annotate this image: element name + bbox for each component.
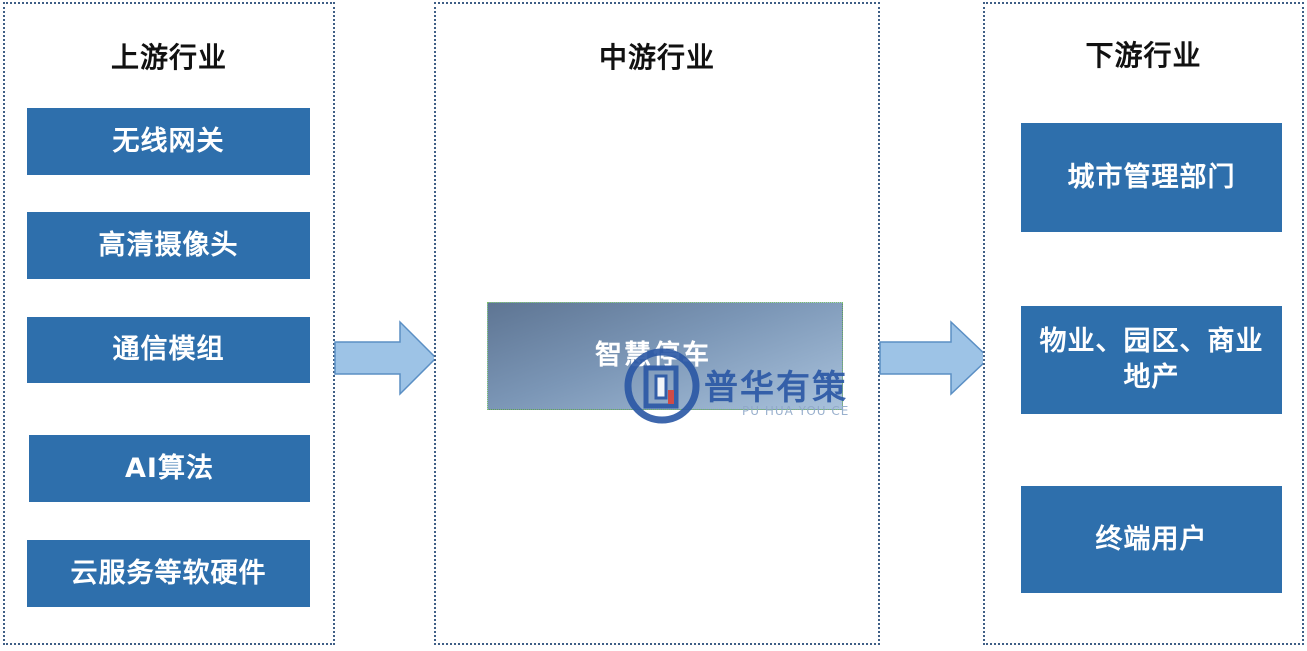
upstream-title: 上游行业 [110,41,227,74]
downstream-item-end-users: 终端用户 [1021,486,1282,593]
midstream-title: 中游行业 [598,41,715,74]
watermark-name: 普华有策 [704,368,848,408]
upstream-item-ai-algorithm: AI算法 [29,435,310,502]
downstream-item-city-management: 城市管理部门 [1021,123,1282,232]
upstream-item-comm-module: 通信模组 [27,317,310,383]
watermark-subtitle: PU HUA YOU CE [742,404,850,418]
upstream-item-hd-camera: 高清摄像头 [27,212,310,279]
upstream-item-wireless-gateway: 无线网关 [27,108,310,175]
watermark: 普华有策 PU HUA YOU CE [624,346,894,426]
arrow-right-icon [334,320,438,396]
upstream-item-cloud-services: 云服务等软硬件 [27,540,310,607]
downstream-title: 下游行业 [1085,39,1202,72]
watermark-logo-icon [624,348,700,424]
downstream-item-property-parks: 物业、园区、商业地产 [1021,306,1282,414]
arrow-right-icon [879,320,991,396]
